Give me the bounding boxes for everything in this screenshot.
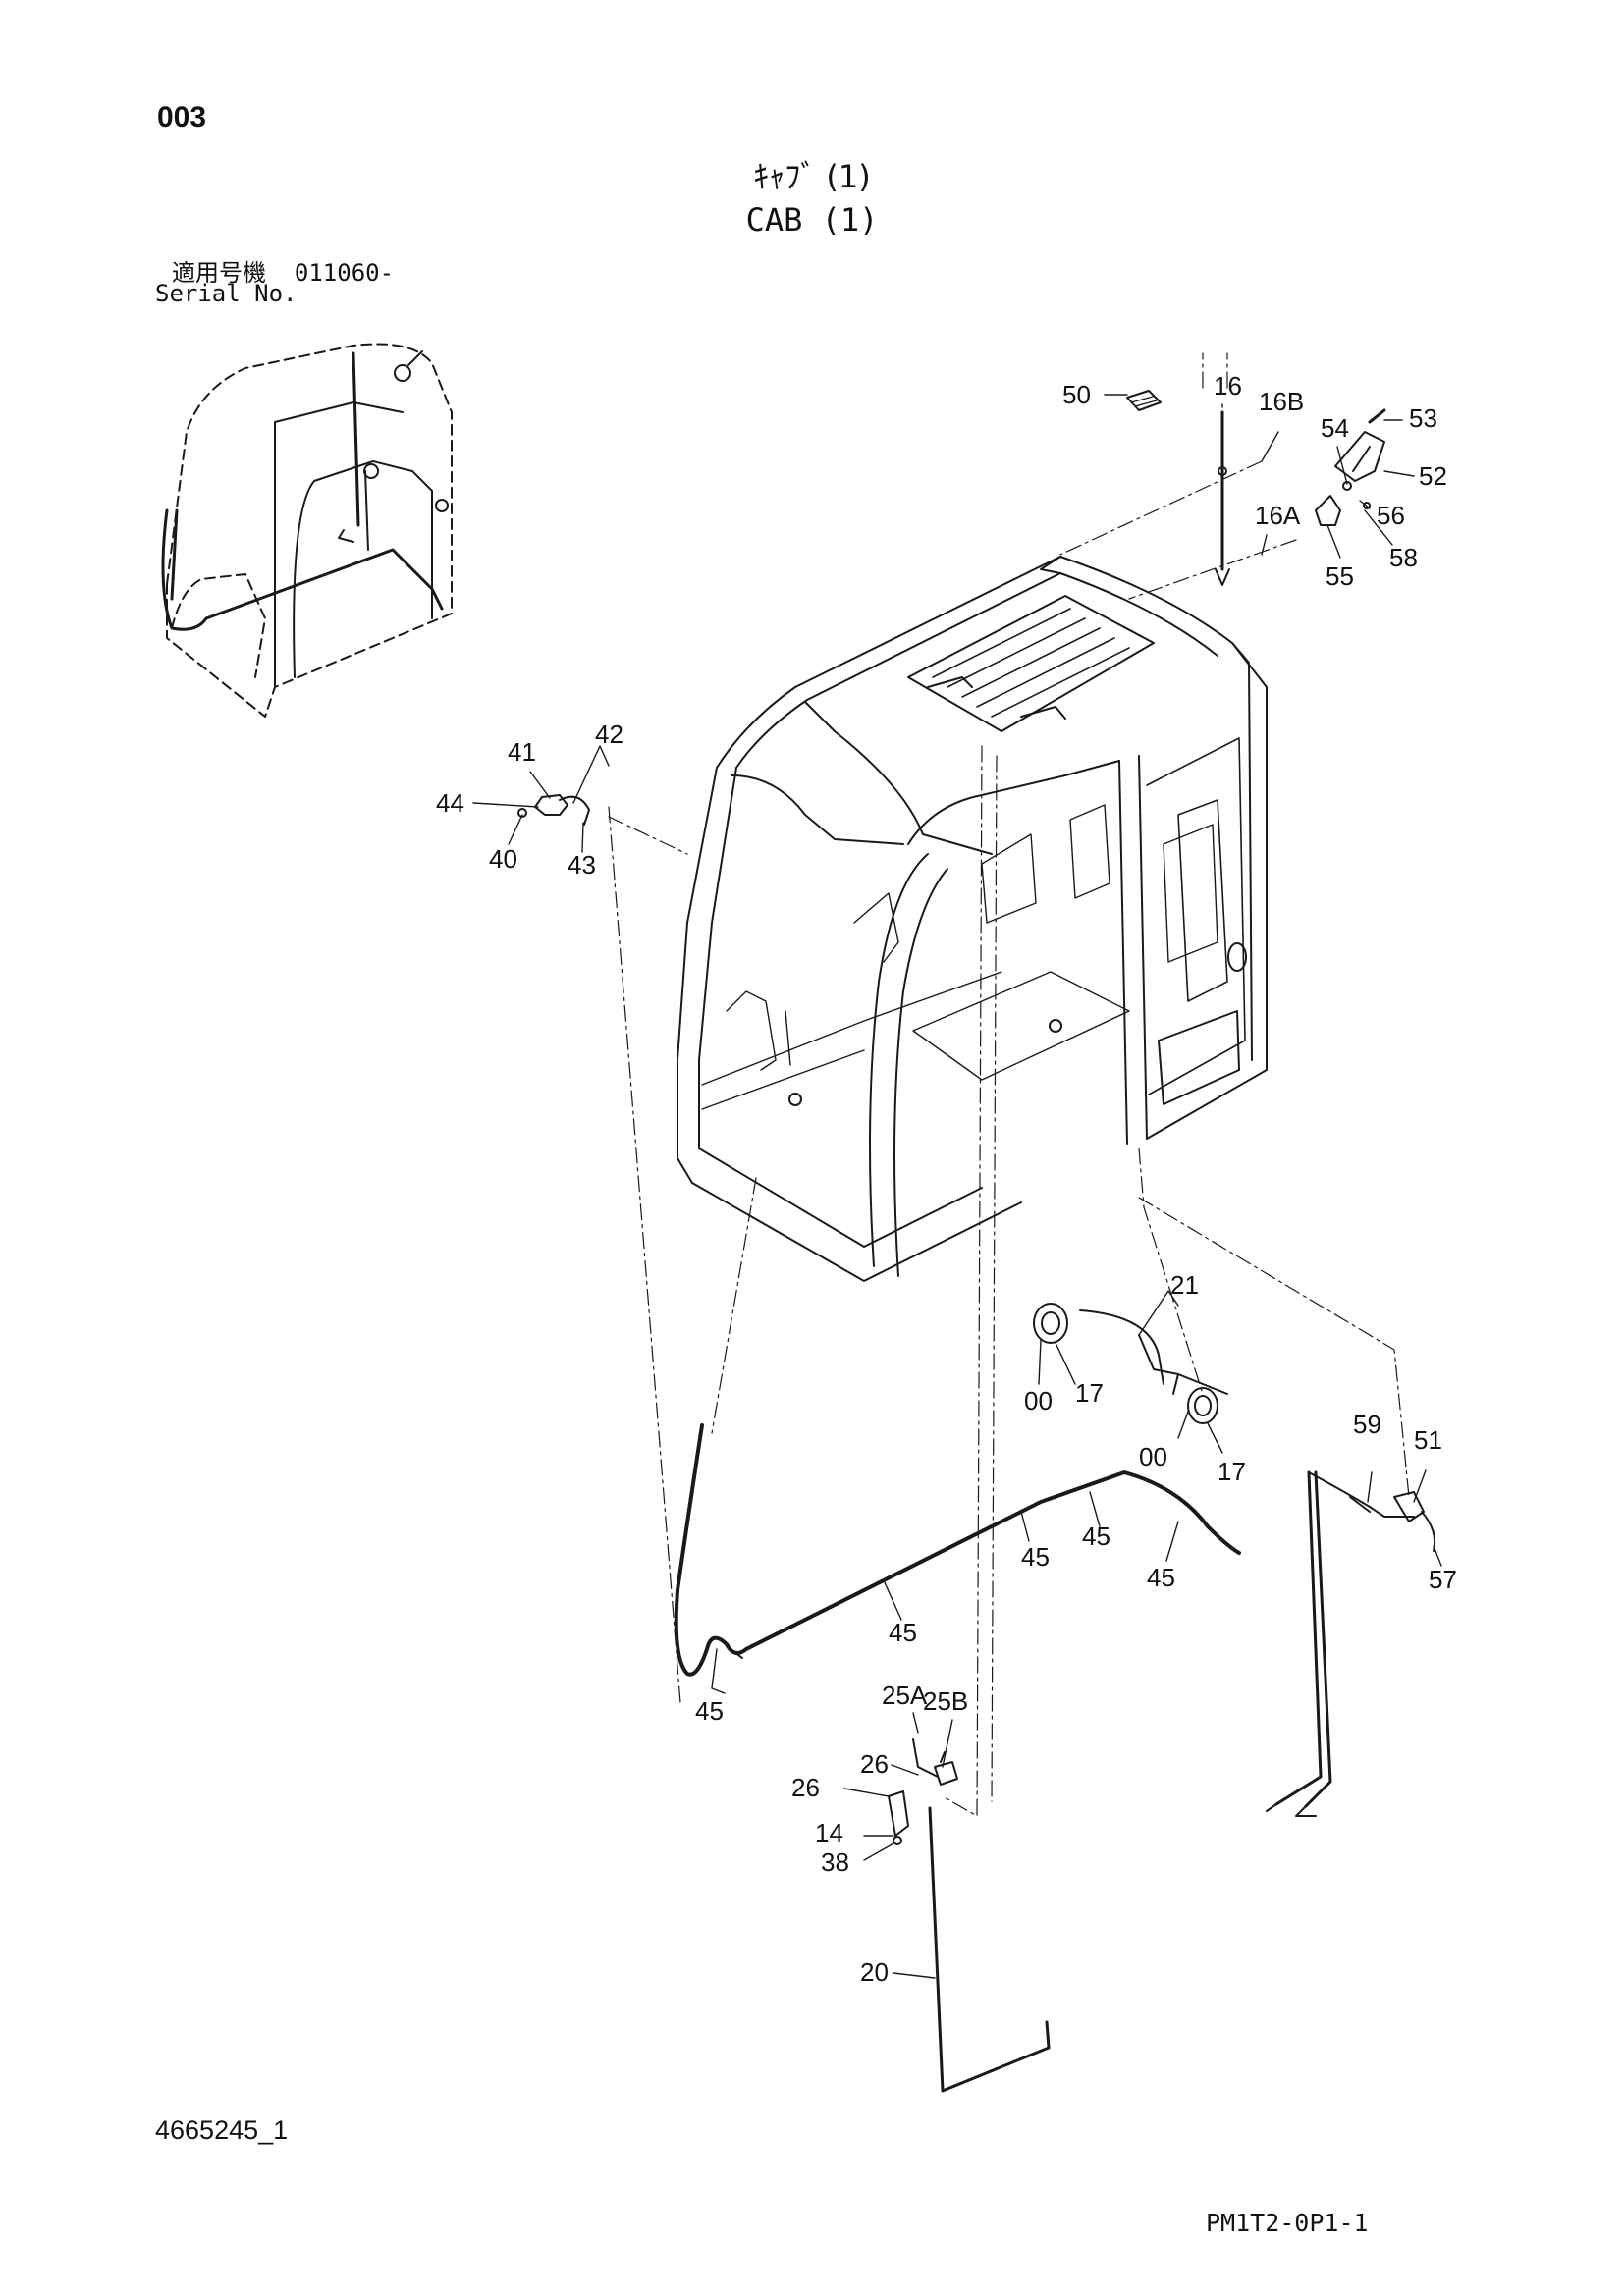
callout-00-right: 00	[1139, 1442, 1167, 1471]
part-42-wiring	[517, 794, 590, 826]
serial-applicability: 適用号機 011060-	[172, 253, 394, 288]
callout-58: 58	[1389, 543, 1418, 572]
part-17-speakers	[1033, 1303, 1228, 1424]
serial-label-japanese: 適用号機	[172, 259, 266, 287]
callout-55: 55	[1326, 561, 1354, 591]
callout-53: 53	[1409, 403, 1437, 433]
callout-20: 20	[860, 1957, 889, 1987]
callout-26-upper: 26	[860, 1749, 889, 1779]
leader-lines	[608, 352, 1410, 1817]
inset-cab-overview	[161, 343, 453, 718]
callout-14: 14	[815, 1818, 843, 1847]
callout-leaders	[472, 394, 1442, 1979]
callout-54: 54	[1321, 413, 1349, 443]
callout-43: 43	[568, 850, 596, 880]
part-45-harness	[674, 1423, 1241, 1677]
callout-16A: 16A	[1255, 501, 1301, 530]
callout-17-left: 17	[1075, 1378, 1104, 1408]
callout-45-e: 45	[1147, 1563, 1175, 1592]
callout-57: 57	[1429, 1565, 1457, 1594]
page-title-english: CAB (1)	[745, 201, 879, 239]
callout-45-c: 45	[1021, 1542, 1050, 1572]
main-cab-frame	[677, 556, 1268, 1282]
part-59-wire	[1266, 1470, 1436, 1817]
callout-51: 51	[1414, 1425, 1442, 1455]
page-title-japanese: ｷｬﾌﾞ (1)	[753, 158, 871, 195]
callout-25A: 25A	[882, 1681, 928, 1710]
callout-25B: 25B	[923, 1686, 968, 1716]
callout-52: 52	[1419, 461, 1447, 491]
callout-16B: 16B	[1259, 387, 1304, 416]
callout-labels: 50 16 16B 54 53 52 56 16A 55 58 42 41 44…	[436, 371, 1457, 1987]
callout-45-a: 45	[695, 1696, 724, 1726]
document-id: 4665245_1	[155, 2115, 289, 2145]
callout-17-right: 17	[1218, 1457, 1246, 1486]
callout-59: 59	[1353, 1410, 1381, 1439]
callout-50: 50	[1062, 380, 1091, 409]
callout-40: 40	[489, 844, 517, 874]
serial-value: 011060-	[294, 259, 395, 287]
callout-45-d: 45	[1082, 1522, 1110, 1551]
callout-38: 38	[821, 1847, 849, 1877]
callout-42: 42	[595, 720, 623, 749]
page-code: PM1T2-0P1-1	[1206, 2209, 1369, 2237]
callout-21: 21	[1170, 1270, 1199, 1300]
callout-00-left: 00	[1024, 1386, 1053, 1415]
callout-44: 44	[436, 788, 464, 818]
callout-16: 16	[1214, 371, 1242, 400]
callout-26-lower: 26	[791, 1773, 820, 1802]
serial-label-english: Serial No.	[155, 280, 298, 307]
page-number: 003	[157, 101, 207, 133]
callout-41: 41	[508, 737, 536, 767]
part-25-switch	[888, 1738, 1051, 2093]
callout-45-b: 45	[889, 1618, 917, 1647]
callout-56: 56	[1377, 501, 1405, 530]
